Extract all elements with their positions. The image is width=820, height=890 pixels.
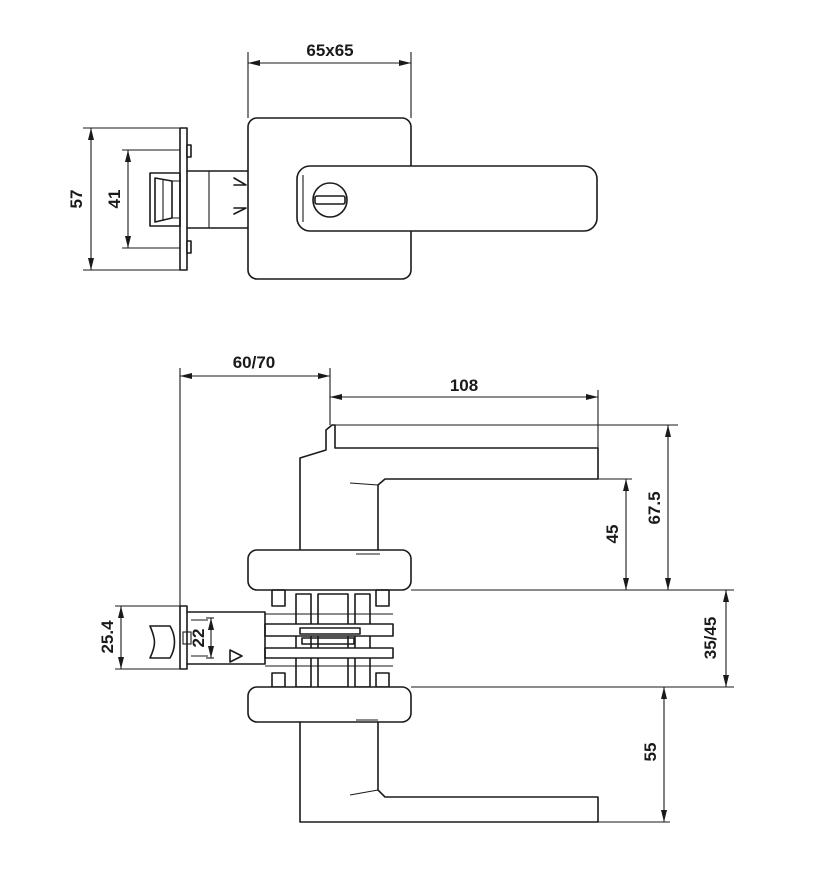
lower-rose (247, 686, 412, 723)
dimension-lever-offset-top-label: 45 (603, 525, 622, 544)
latch-bolt-top (149, 172, 181, 227)
dimension-lever-offset-top: 45 (603, 479, 629, 590)
faceplate-top (179, 127, 192, 271)
dimension-lever-length-label: 108 (450, 376, 478, 395)
dimension-door-thickness: 35/45 (701, 590, 729, 687)
lower-lever (299, 721, 599, 823)
dimension-backset: 60/70 (179, 353, 331, 606)
latch-body-top (186, 170, 249, 229)
dimension-lever-offset-bottom-label: 55 (641, 743, 660, 762)
upper-lever (299, 424, 599, 551)
dimension-rose-height-label: 57 (67, 190, 86, 209)
dimension-lever-height-top: 67.5 (645, 425, 671, 590)
dimension-lever-offset-bottom: 55 (641, 687, 667, 822)
dimension-door-thickness-label: 35/45 (701, 617, 720, 660)
lever-handle-top (296, 165, 598, 232)
dimension-latch-face: 25.4 (98, 605, 180, 670)
dimension-rose-size-label: 65x65 (306, 41, 353, 60)
dimension-lever-height-top-label: 67.5 (645, 491, 664, 524)
upper-rose (247, 549, 412, 591)
dimension-rose-size: 65x65 (247, 41, 412, 118)
dimension-bolt-face-label: 41 (105, 190, 124, 209)
dimension-backset-label: 60/70 (233, 353, 276, 372)
privacy-turn-icon (312, 182, 348, 218)
spindle-assembly (264, 589, 394, 688)
dimension-latch-bolt-label: 22 (189, 629, 208, 648)
dimension-latch-bolt: 22 (189, 617, 214, 659)
dimension-bolt-face: 41 (105, 149, 180, 249)
dimension-rose-height: 57 (67, 127, 180, 271)
dimension-latch-face-label: 25.4 (98, 620, 117, 654)
top-view: 65x65 57 41 (67, 41, 598, 280)
latch-side (149, 605, 266, 670)
dimension-lever-length: 108 (330, 376, 599, 448)
side-view: 60/70 108 67.5 45 3 (98, 353, 734, 823)
extension-lines (335, 424, 734, 823)
